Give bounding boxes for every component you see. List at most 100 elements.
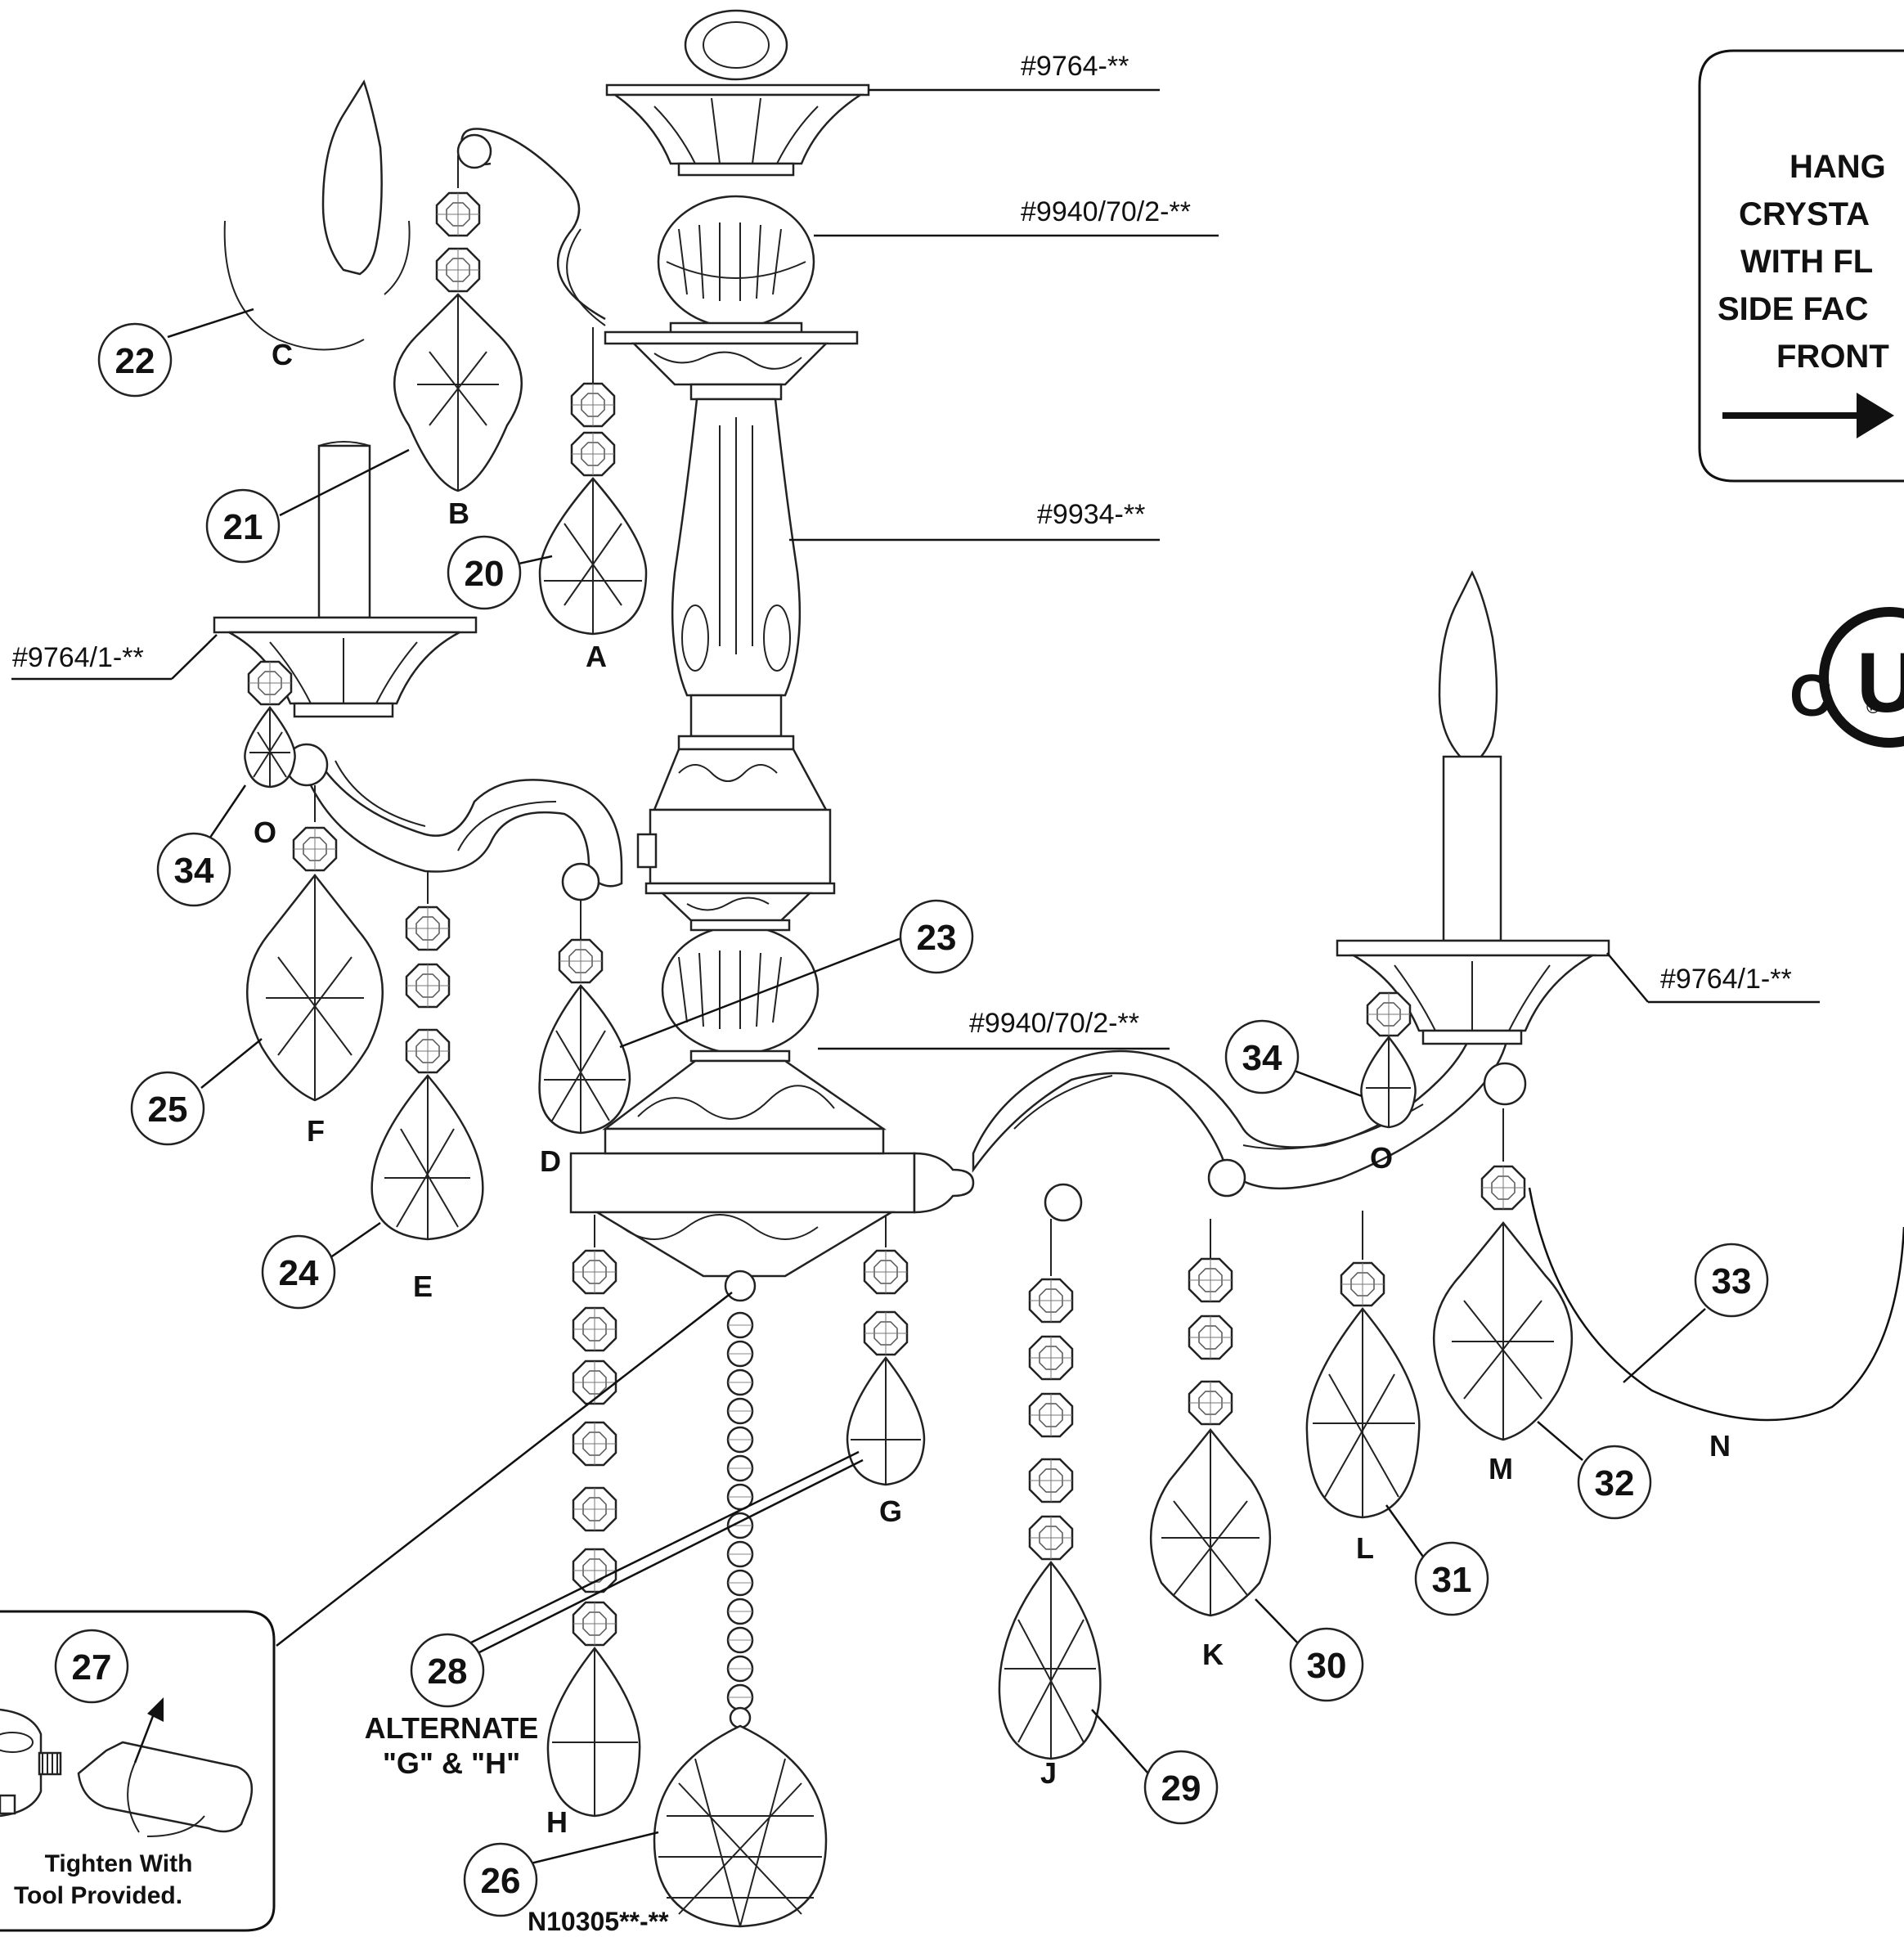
letter-n: N <box>1709 1429 1731 1463</box>
alternate-note-line1: ALTERNATE <box>365 1711 539 1745</box>
lower-body <box>569 1059 975 1302</box>
callout-23: 23 <box>899 899 974 974</box>
ul-certification-mark: C U ® <box>1789 607 1904 748</box>
svg-text:25: 25 <box>148 1090 188 1130</box>
letter-labels: C B A O F E D G H J K L M N O <box>254 338 1731 1839</box>
leader-lines <box>167 220 1706 1875</box>
svg-text:24: 24 <box>279 1253 319 1293</box>
callout-34-left: 34 <box>156 832 231 907</box>
letter-d: D <box>540 1144 561 1178</box>
callout-22: 22 <box>97 322 173 398</box>
arrow-right-icon <box>1722 393 1894 438</box>
socket-icon <box>0 1708 62 1818</box>
letter-e: E <box>413 1270 433 1303</box>
svg-text:33: 33 <box>1712 1261 1752 1301</box>
hang-line2: CRYSTA <box>1739 196 1870 232</box>
chain-n <box>1528 1187 1904 1422</box>
svg-text:27: 27 <box>72 1647 112 1688</box>
callout-27: 27 <box>54 1629 129 1704</box>
letter-o-right: O <box>1370 1141 1393 1175</box>
crystal-j <box>998 1219 1102 1760</box>
top-canopy <box>605 9 870 177</box>
letter-l: L <box>1356 1531 1374 1565</box>
tool-icon <box>77 1697 254 1837</box>
letter-c: C <box>272 338 293 371</box>
svg-text:23: 23 <box>917 918 957 958</box>
part-number-upper-ball: #9940/70/2-** <box>1021 196 1191 227</box>
letter-a: A <box>586 640 607 673</box>
hang-line5: FRONT <box>1776 339 1889 375</box>
part-number-top-canopy: #9764-** <box>1021 51 1129 82</box>
part-number-left-cup: #9764/1-** <box>12 642 144 673</box>
svg-text:30: 30 <box>1307 1646 1347 1686</box>
ul-u-letter: U <box>1857 636 1904 730</box>
svg-text:20: 20 <box>465 554 505 594</box>
letter-j: J <box>1040 1756 1057 1790</box>
right-cup <box>1336 939 1610 1045</box>
hang-line1: HANG <box>1789 149 1886 185</box>
part-number-column: #9934-** <box>1037 499 1145 530</box>
crystal-l <box>1305 1211 1421 1519</box>
part-number-lower-ball: #9940/70/2-** <box>969 1008 1139 1039</box>
part-number-bottom-ball: N10305**-** <box>528 1907 669 1936</box>
crystal-h <box>546 1215 641 1818</box>
crystal-o-left <box>244 660 296 789</box>
middle-hub <box>644 748 836 926</box>
alternate-note-line2: "G" & "H" <box>383 1746 520 1780</box>
lower-crystal-ball <box>661 919 820 1063</box>
svg-text:28: 28 <box>428 1652 468 1692</box>
left-arm <box>285 743 658 901</box>
crystal-d <box>538 900 631 1135</box>
inset-line2: Tool Provided. <box>14 1882 182 1909</box>
upper-plate <box>604 330 859 386</box>
crystal-b <box>393 155 523 492</box>
upper-crystal-ball <box>657 195 815 335</box>
svg-text:34: 34 <box>1242 1038 1282 1078</box>
crystal-e <box>370 871 484 1241</box>
ul-c-letter: C <box>1789 663 1832 729</box>
letter-m: M <box>1489 1452 1513 1485</box>
svg-text:26: 26 <box>481 1861 521 1901</box>
part-number-right-cup: #9764/1-** <box>1660 964 1792 995</box>
svg-text:32: 32 <box>1595 1463 1635 1503</box>
hang-instruction-box: HANG CRYSTA WITH FL SIDE FAC FRONT <box>1698 49 1904 483</box>
tool-inset-box: 27 Tighten With Tool Provided. <box>0 1610 276 1932</box>
svg-text:22: 22 <box>115 341 155 381</box>
letter-k: K <box>1202 1638 1224 1671</box>
inset-line1: Tighten With <box>45 1850 193 1877</box>
callout-25: 25 <box>130 1071 205 1146</box>
crystal-f <box>245 785 384 1102</box>
callout-29: 29 <box>1143 1750 1219 1825</box>
callout-33: 33 <box>1694 1243 1769 1318</box>
letter-o-left: O <box>254 816 276 849</box>
svg-text:21: 21 <box>223 507 263 547</box>
upper-scroll-arm <box>456 128 606 326</box>
callout-21: 21 <box>205 488 281 564</box>
hang-line4: SIDE FAC <box>1718 291 1868 327</box>
svg-text:31: 31 <box>1432 1560 1472 1600</box>
callout-24: 24 <box>261 1234 336 1310</box>
svg-text:29: 29 <box>1161 1768 1201 1809</box>
crystal-m <box>1433 1108 1573 1441</box>
letter-h: H <box>546 1805 568 1839</box>
callout-30: 30 <box>1289 1627 1364 1702</box>
svg-text:34: 34 <box>174 851 214 891</box>
hang-line3: WITH FL <box>1740 244 1873 280</box>
callout-28: 28 <box>410 1633 485 1708</box>
crystal-o-right <box>1360 991 1417 1129</box>
crystal-ball-26 <box>653 1706 828 1928</box>
callout-32: 32 <box>1577 1445 1652 1520</box>
letter-g: G <box>879 1494 902 1528</box>
main-column <box>671 383 802 751</box>
crystal-k <box>1149 1219 1272 1617</box>
callout-26: 26 <box>463 1842 538 1917</box>
ul-registered: ® <box>1866 697 1879 717</box>
crystal-a <box>538 327 648 636</box>
crystal-g <box>846 1215 926 1486</box>
callout-34-right: 34 <box>1224 1019 1300 1094</box>
letter-f: F <box>307 1114 325 1148</box>
letter-b: B <box>448 497 469 530</box>
callout-20: 20 <box>447 535 522 610</box>
callout-31: 31 <box>1414 1541 1489 1616</box>
